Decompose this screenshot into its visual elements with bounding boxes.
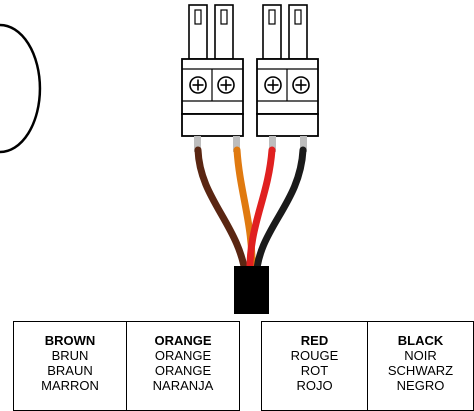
legend-cell-red: RED ROUGE ROT ROJO bbox=[262, 322, 367, 410]
cable-jacket bbox=[234, 266, 269, 314]
legend-left: BROWN BRUN BRAUN MARRON ORANGE ORANGE OR… bbox=[13, 321, 240, 411]
legend-wire-name: BROWN bbox=[44, 333, 96, 348]
legend-cell-black: BLACK NOIR SCHWARZ NEGRO bbox=[367, 322, 473, 410]
terminal-block-right bbox=[256, 4, 319, 137]
plug-latch-slot bbox=[194, 9, 202, 25]
wires bbox=[194, 146, 307, 282]
legend-translation: BRAUN bbox=[47, 363, 93, 378]
wire-brown bbox=[194, 146, 250, 282]
legend-translation: MARRON bbox=[41, 378, 99, 393]
legend-translation: SCHWARZ bbox=[387, 363, 454, 378]
legend-wire-name: BLACK bbox=[397, 333, 444, 348]
screw-icon bbox=[292, 76, 310, 94]
legend-translation: ORANGE bbox=[154, 348, 212, 363]
legend-right: RED ROUGE ROT ROJO BLACK NOIR SCHWARZ NE… bbox=[261, 321, 474, 411]
plug-latch-slot bbox=[294, 9, 302, 25]
legend-translation: ROUGE bbox=[290, 348, 339, 363]
screw-icon bbox=[264, 76, 282, 94]
legend-translation: ROJO bbox=[296, 378, 333, 393]
legend-wire-name: ORANGE bbox=[154, 333, 212, 348]
legend-translation: NEGRO bbox=[396, 378, 445, 393]
legend-cell-brown: BROWN BRUN BRAUN MARRON bbox=[14, 322, 126, 410]
screw-icon bbox=[217, 76, 235, 94]
legend-translation: NARANJA bbox=[152, 378, 214, 393]
legend-cell-orange: ORANGE ORANGE ORANGE NARANJA bbox=[126, 322, 239, 410]
device-outline bbox=[0, 23, 42, 154]
legend-translation: BRUN bbox=[51, 348, 89, 363]
legend-translation: ROT bbox=[300, 363, 329, 378]
plug-latch-slot bbox=[220, 9, 228, 25]
screw-icon bbox=[189, 76, 207, 94]
bare-wire-ends bbox=[194, 136, 307, 152]
legend-translation: ORANGE bbox=[154, 363, 212, 378]
wire-red bbox=[246, 146, 276, 282]
wire-black bbox=[252, 146, 307, 282]
legend-translation: NOIR bbox=[404, 348, 437, 363]
plug-latch-slot bbox=[268, 9, 276, 25]
legend-wire-name: RED bbox=[300, 333, 329, 348]
terminal-block-left bbox=[181, 4, 244, 137]
